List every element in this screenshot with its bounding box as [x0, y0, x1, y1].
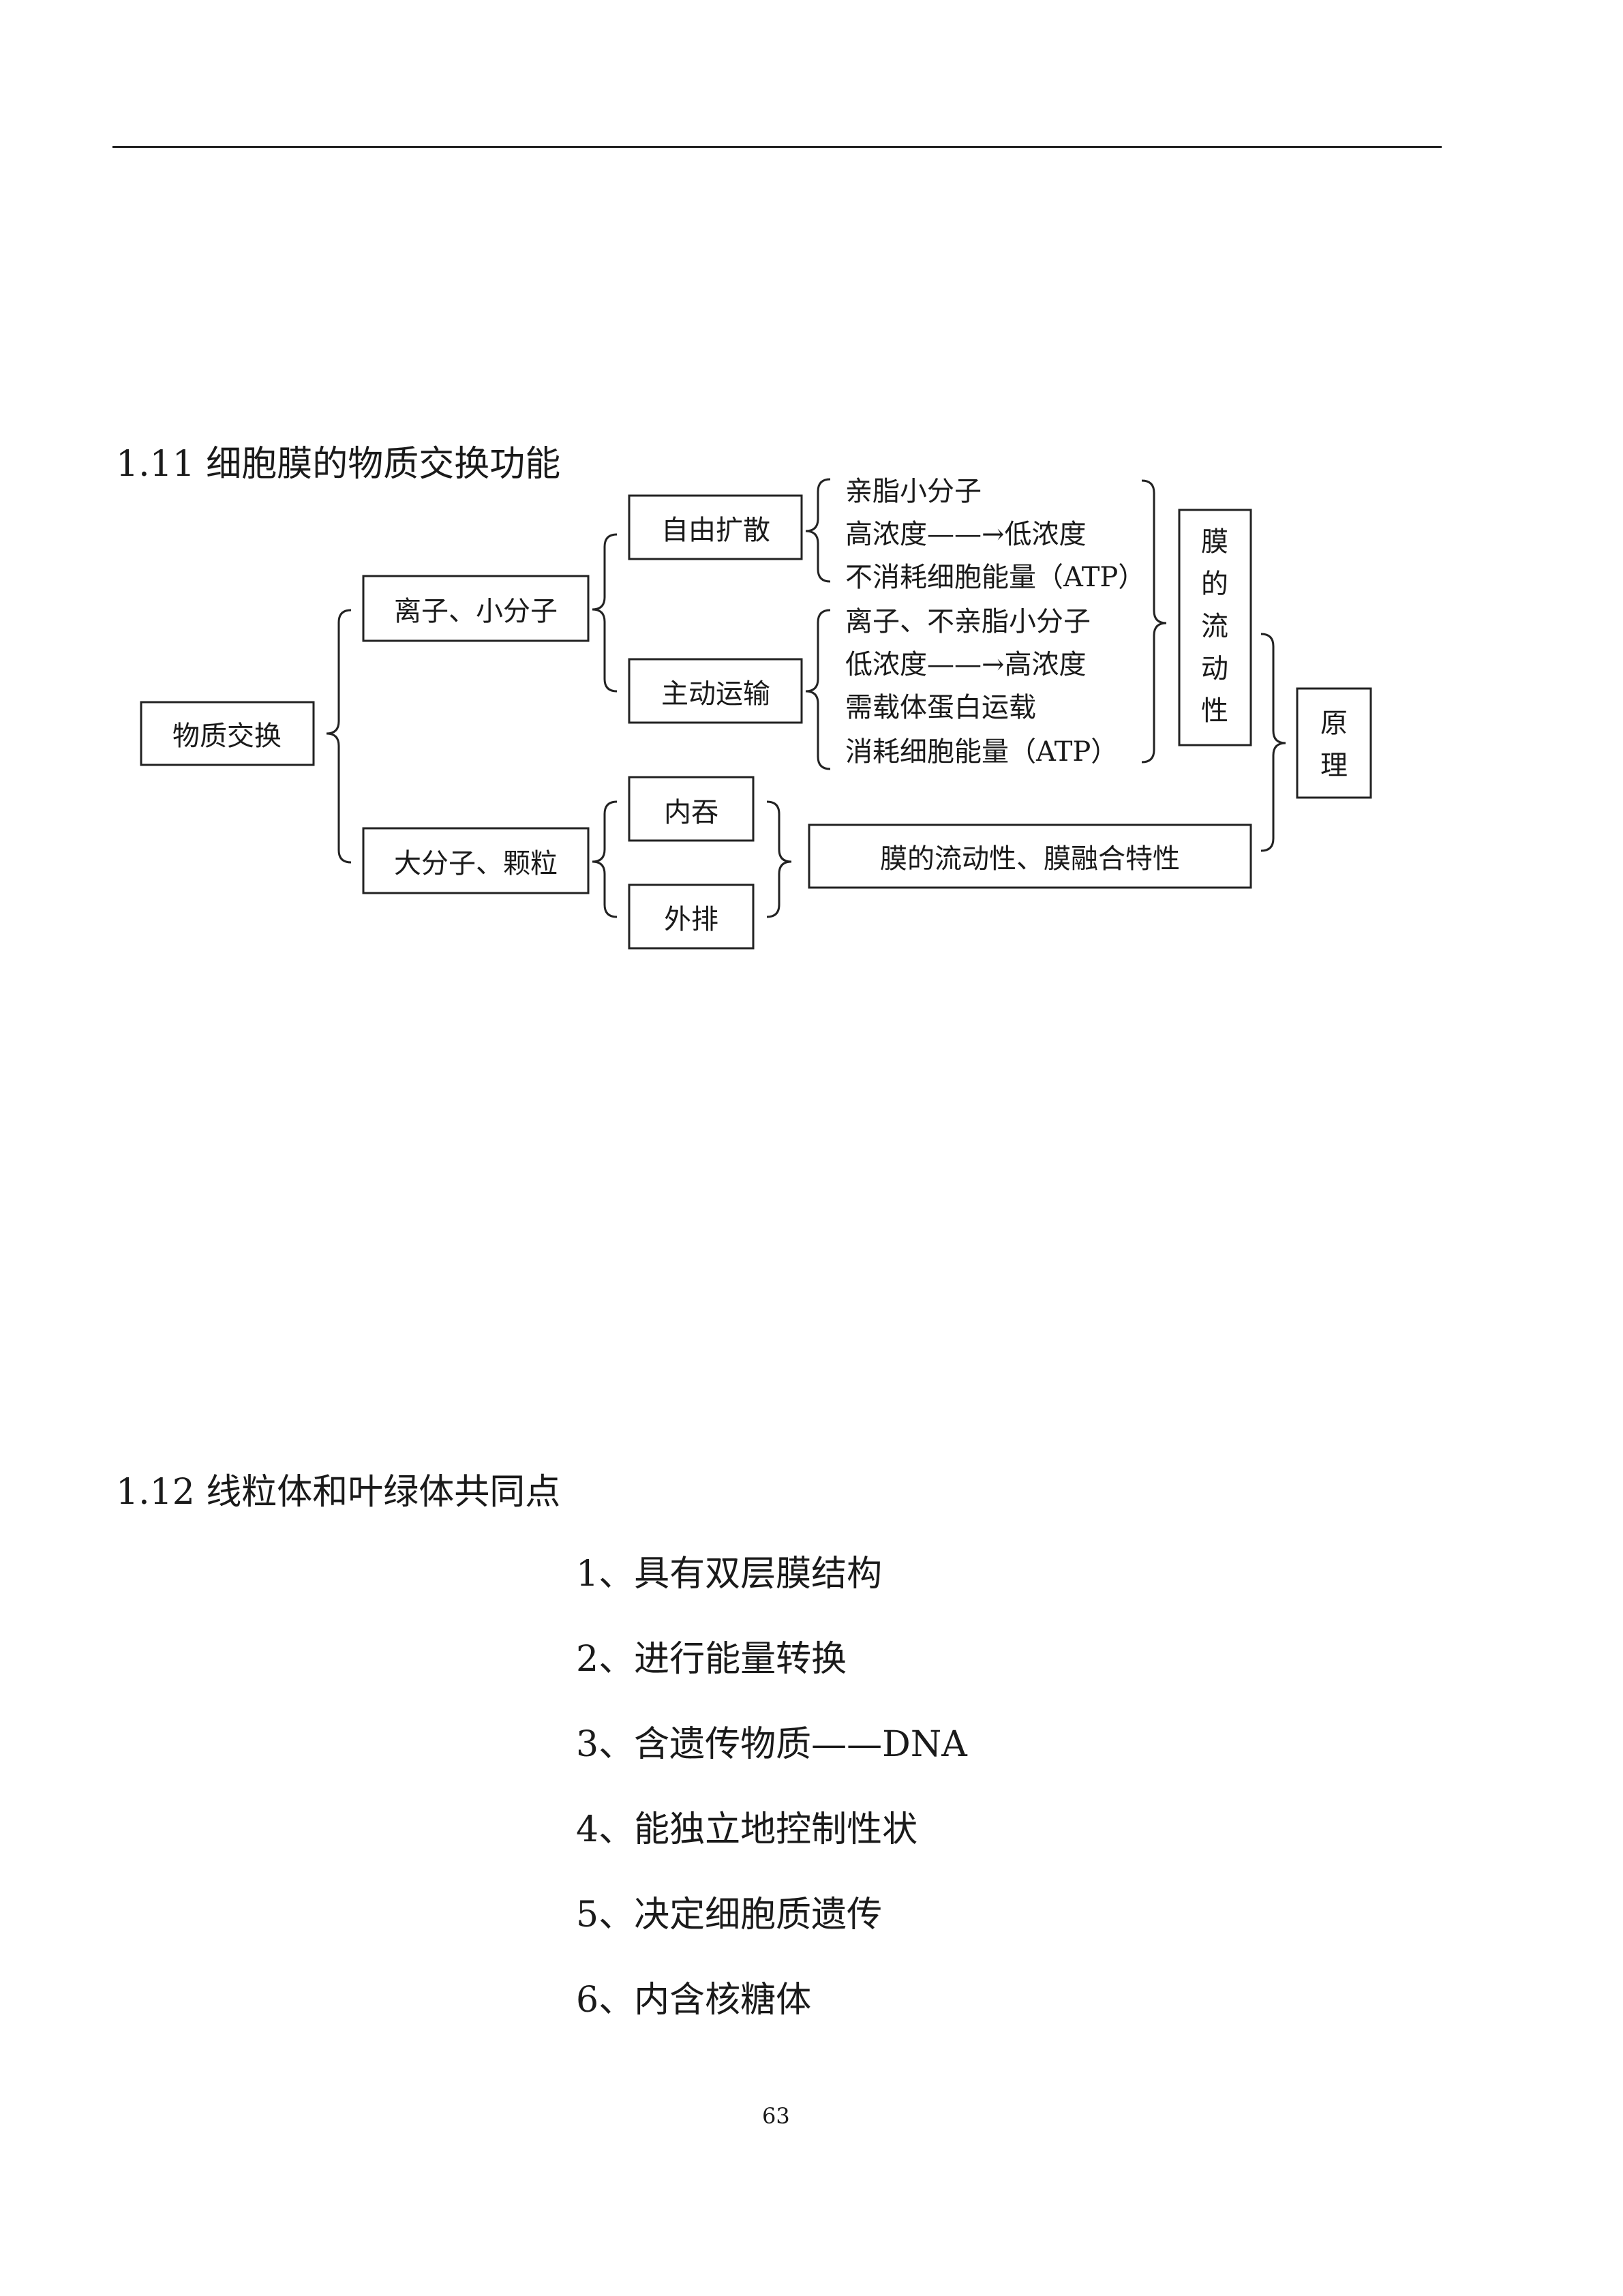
endocytosis-label: 内吞 [664, 797, 718, 828]
brace-large [592, 800, 618, 918]
box-principle [1296, 687, 1372, 799]
page-number: 63 [762, 2103, 790, 2129]
box-membrane-fluidity [1178, 509, 1252, 746]
principle-char-1: 原 [1320, 708, 1348, 739]
fluidity-char-5: 性 [1201, 695, 1228, 727]
brace-active-features [805, 609, 831, 770]
brace-free-features [805, 478, 831, 583]
box-small [362, 575, 590, 642]
list-item: 3、含遗传物质——DNA [576, 1724, 967, 1765]
brace-vesicle [766, 800, 792, 918]
free-feature-2: 高浓度——→低浓度 [845, 519, 1087, 550]
brace-small [592, 533, 618, 693]
small-molecule-label: 离子、小分子 [394, 596, 558, 627]
active-feature-4: 消耗细胞能量（ATP） [845, 736, 1118, 768]
active-feature-3: 需载体蛋白运载 [845, 692, 1036, 723]
box-large [362, 827, 590, 894]
list-item: 5、决定细胞质遗传 [576, 1894, 883, 1935]
list-item: 2、进行能量转换 [576, 1639, 847, 1680]
exocytosis-label: 外排 [664, 904, 718, 935]
fluidity-char-1: 膜 [1201, 526, 1228, 558]
list-item: 1、具有双层膜结构 [576, 1554, 883, 1595]
section-title-1-11: 1.11 细胞膜的物质交换功能 [116, 444, 561, 485]
active-feature-2: 低浓度——→高浓度 [845, 649, 1087, 680]
brace-root [326, 609, 352, 864]
brace-features-merge [1141, 479, 1167, 764]
list-item: 4、能独立地控制性状 [576, 1809, 918, 1850]
header-rule [112, 146, 1442, 148]
section-title-1-12: 1.12 线粒体和叶绿体共同点 [116, 1472, 561, 1513]
principle-char-2: 理 [1320, 750, 1348, 781]
free-feature-3: 不消耗细胞能量（ATP） [845, 562, 1145, 593]
box-endocytosis [628, 776, 755, 842]
root-label: 物质交换 [172, 721, 282, 752]
active-feature-1: 离子、不亲脂小分子 [845, 606, 1091, 637]
list-item: 6、内含核糖体 [576, 1980, 812, 2021]
box-root [140, 701, 315, 766]
fluidity-char-2: 的 [1201, 569, 1228, 600]
brace-principle [1260, 633, 1286, 852]
box-exocytosis [628, 883, 755, 950]
box-active-transport [628, 658, 803, 724]
box-free-diffusion [628, 494, 803, 560]
fluidity-char-3: 流 [1201, 611, 1228, 642]
membrane-property-label: 膜的流动性、膜融合特性 [880, 843, 1180, 875]
free-diffusion-label: 自由扩散 [661, 515, 770, 546]
large-molecule-label: 大分子、颗粒 [394, 848, 558, 879]
box-membrane-property [808, 824, 1252, 889]
fluidity-char-4: 动 [1201, 653, 1228, 684]
active-transport-label: 主动运输 [661, 678, 770, 710]
free-feature-1: 亲脂小分子 [845, 476, 982, 507]
